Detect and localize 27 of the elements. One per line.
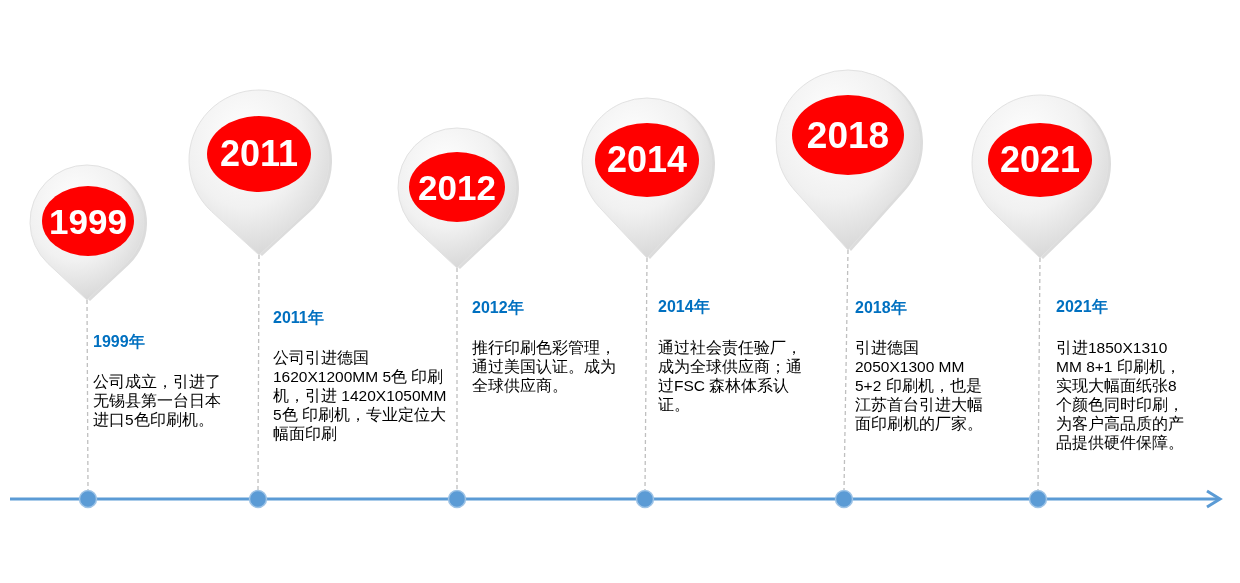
map-pin: [188, 89, 334, 257]
map-pin: [971, 94, 1113, 260]
year-heading: 2014年: [658, 298, 710, 316]
year-heading: 2012年: [472, 299, 524, 317]
timeline-dot: [1028, 489, 1048, 509]
event-description: 通过社会责任验厂，成为全球供应商；通过FSC 森林体系认证。: [658, 338, 803, 414]
connector-line: [843, 249, 849, 491]
connector-line: [456, 267, 458, 491]
event-description: 公司成立，引进了无锡县第一台日本进口5色印刷机。: [93, 372, 222, 429]
map-pin: [581, 97, 717, 260]
map-pin: [775, 69, 925, 252]
event-description: 引进1850X1310 MM 8+1 印刷机，实现大幅面纸张8个颜色同时印刷，为客户高品质的产品提供硬件保障。: [1056, 338, 1185, 452]
timeline-dot: [834, 489, 854, 509]
year-heading: 2011年: [273, 309, 324, 327]
year-heading: 2021年: [1056, 298, 1108, 316]
map-pin: [29, 164, 149, 302]
timeline-dot: [447, 489, 467, 509]
event-description: 引进德国2050X1300 MM 5+2 印刷机，也是江苏首台引进大幅面印刷机的厂家。: [855, 338, 984, 433]
connector-line: [257, 254, 260, 491]
event-description: 公司引进德国1620X1200MM 5色 印刷机，引进 1420X1050MM 5色 印刷机，专业定位大幅面印刷: [273, 348, 448, 443]
timeline-dot: [248, 489, 268, 509]
event-description: 推行印刷色彩管理，通过美国认证。成为全球供应商。: [472, 338, 617, 395]
timeline-dot: [78, 489, 98, 509]
map-pin: [397, 127, 521, 270]
year-heading: 1999年: [93, 333, 145, 351]
year-heading: 2018年: [855, 299, 907, 317]
timeline-dot: [635, 489, 655, 509]
